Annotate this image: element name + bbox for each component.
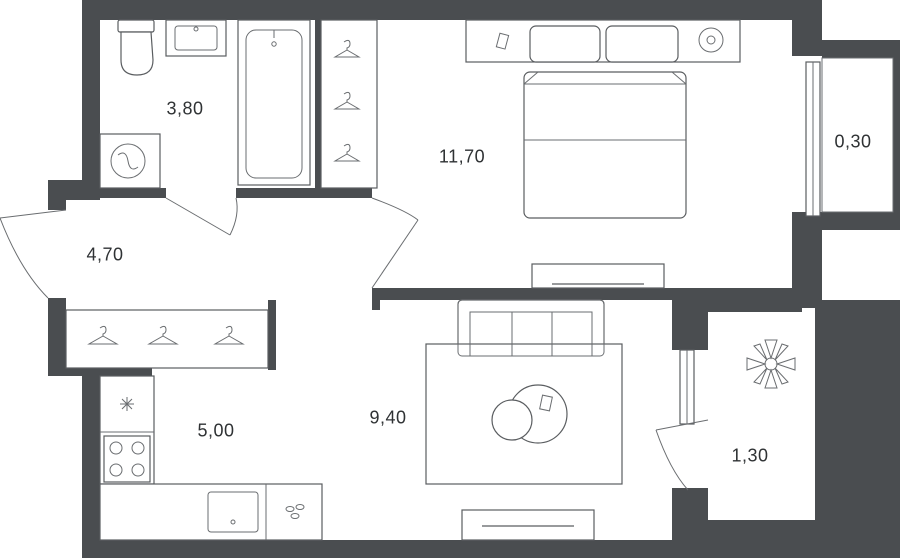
bed-icon (523, 71, 687, 219)
hanger-icon (87, 325, 119, 345)
bathroom-door[interactable] (165, 197, 238, 236)
tv-icon (461, 509, 595, 541)
extractor-icon (120, 397, 134, 411)
area-label-kitchen: 5,00 (197, 420, 235, 441)
hanger-icon (147, 325, 179, 345)
area-label-balcony-top: 0,30 (834, 131, 872, 152)
plant-icon (746, 339, 796, 389)
coffee-table-icon (491, 384, 568, 444)
washing-machine-icon (99, 133, 161, 189)
balcony-door[interactable] (655, 419, 709, 491)
bathroom (99, 19, 311, 189)
bathtub-icon (237, 19, 311, 186)
bedroom (465, 19, 741, 289)
hall-entrance-door[interactable] (0, 209, 67, 299)
living (425, 299, 623, 541)
kitchen (99, 375, 323, 541)
area-label-bedroom: 11,70 (438, 146, 486, 167)
walls (48, 0, 900, 558)
tv-icon (531, 263, 665, 289)
balcony-top-window (805, 61, 821, 217)
area-label-hall: 4,70 (86, 244, 124, 265)
hall-door-right[interactable] (371, 197, 419, 289)
stove-icon (103, 435, 151, 483)
phone-icon (495, 32, 510, 50)
balcony-bottom (655, 339, 796, 491)
balcony-top (821, 57, 894, 213)
sink-icon (165, 19, 227, 57)
hanger-icon (333, 39, 361, 58)
hanger-icon (333, 91, 361, 110)
wardrobe-bedroom (320, 19, 378, 189)
area-label-balcony-bottom: 1,30 (731, 445, 769, 466)
lamp-icon (698, 27, 724, 53)
toilet-icon (117, 19, 155, 76)
area-label-living: 9,40 (369, 407, 407, 428)
hanger-icon (333, 143, 361, 162)
herbs-icon (285, 504, 305, 519)
kitchen-sink-icon (207, 491, 259, 533)
area-label-bathroom: 3,80 (166, 98, 204, 119)
wardrobe-hall (65, 309, 269, 369)
hanger-icon (213, 325, 245, 345)
